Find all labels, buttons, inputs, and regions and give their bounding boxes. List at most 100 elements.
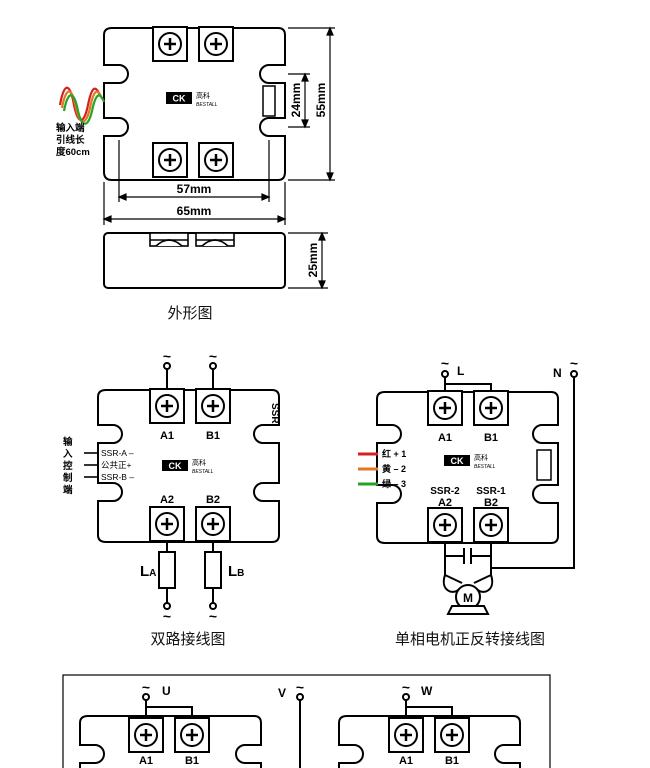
terminal-b1-dual — [194, 387, 232, 425]
terminal-b2-dual — [194, 505, 232, 543]
led-window-motor — [536, 449, 552, 481]
load-lb-label: LB — [228, 563, 244, 580]
terminal-b1-motor — [472, 389, 510, 427]
svg-text:CK: CK — [173, 94, 186, 104]
terminal-a1-u — [127, 716, 165, 754]
ac-tilde-la: ~ — [163, 608, 171, 624]
ssr-body-w — [338, 715, 521, 768]
motor-circuit — [442, 542, 494, 615]
label-a1-motor: A1 — [438, 432, 452, 444]
svg-text:CK: CK — [169, 461, 182, 471]
lead-note-line-2: 引线长 — [56, 134, 85, 146]
svg-text:入: 入 — [62, 449, 73, 460]
dim-65-label: 65mm — [177, 204, 212, 218]
label-u: U — [162, 684, 171, 698]
lead-note-line-3: 度60cm — [56, 146, 90, 158]
u-wiring — [142, 693, 193, 715]
label-v: V — [278, 686, 286, 700]
terminal-a1-top — [151, 25, 189, 63]
outline-section: CK 高科 BESTALL 输入端 引线长 度60cm 57mm 65mm — [56, 25, 335, 322]
svg-text:BESTALL: BESTALL — [192, 469, 214, 475]
lead-yellow-label: 黄 – 2 — [382, 463, 406, 474]
label-b1-motor: B1 — [484, 432, 498, 444]
three-phase-frame — [62, 674, 551, 768]
label-a1-dual: A1 — [160, 430, 174, 442]
svg-text:SSR-B –: SSR-B – — [101, 472, 134, 482]
terminal-b1-top — [197, 25, 235, 63]
lead-note-line-1: 输入端 — [56, 122, 85, 134]
brand-logo: CK 高科 BESTALL — [166, 91, 218, 108]
ssr-body-dual — [97, 389, 280, 543]
svg-text:端: 端 — [63, 484, 73, 496]
svg-text:CK: CK — [451, 456, 464, 466]
ssr-body-motor — [376, 391, 559, 544]
dimension-25mm — [288, 231, 328, 290]
terminal-a2-top — [151, 141, 189, 179]
dual-caption: 双路接线图 — [150, 630, 225, 648]
terminal-b2-top — [197, 141, 235, 179]
svg-text:制: 制 — [63, 472, 73, 484]
ac-tilde-lb: ~ — [209, 608, 217, 624]
input-leads — [58, 86, 106, 125]
label-b1-dual: B1 — [206, 430, 220, 442]
label-a1-w: A1 — [399, 755, 413, 767]
load-la-label: LA — [140, 563, 156, 580]
svg-text:公共正+: 公共正+ — [101, 460, 132, 470]
terminal-b1-u — [173, 716, 211, 754]
side-terminals — [149, 232, 235, 247]
label-b1-u: B1 — [185, 755, 199, 767]
dimension-24mm — [288, 72, 310, 129]
motor-l-wiring — [441, 370, 492, 391]
terminal-b2-motor — [472, 506, 510, 544]
svg-text:高科: 高科 — [192, 458, 206, 467]
dimension-55mm — [288, 26, 335, 182]
dual-input-side: 输 入 控 制 端 SSR-A – 公共正+ SSR-B – — [62, 436, 134, 496]
terminal-a1-dual — [148, 387, 186, 425]
motor-wiring-section: A1 B1 SSR-2 SSR-1 A2 B2 CK 高科 BESTALL 红 … — [358, 355, 578, 648]
three-phase-section: A1 B1 ~ U V ~ A1 B1 ~ W — [62, 674, 551, 768]
dim-57-label: 57mm — [177, 182, 212, 196]
lead-green-label: 绿 – 3 — [382, 478, 406, 489]
label-a1-u: A1 — [139, 755, 153, 767]
dim-25-label: 25mm — [306, 243, 320, 278]
terminal-b1-w — [433, 716, 471, 754]
terminal-a2-dual — [148, 505, 186, 543]
ac-tilde-b1: ~ — [209, 348, 217, 364]
ssr-body-u — [79, 715, 262, 768]
label-a2-dual: A2 — [160, 494, 174, 506]
lead-red-label: 红 + 1 — [382, 448, 406, 459]
svg-text:SSR-A –: SSR-A – — [101, 448, 134, 458]
label-n: N — [553, 366, 562, 380]
dim-55-label: 55mm — [314, 83, 328, 118]
svg-text:控: 控 — [63, 460, 73, 472]
led-window — [262, 85, 276, 117]
dimension-65mm — [102, 182, 287, 225]
v-wiring — [296, 693, 304, 768]
label-b2-motor: B2 — [484, 497, 498, 509]
dimension-57mm — [117, 140, 271, 202]
ssr-body-top — [103, 27, 286, 181]
brand-logo-dual: CK 高科 BESTALL — [162, 458, 214, 475]
label-ssr1: SSR-1 — [476, 486, 506, 497]
motor-caption: 单相电机正反转接线图 — [395, 630, 545, 648]
terminal-a1-w — [387, 716, 425, 754]
outline-caption: 外形图 — [167, 304, 212, 322]
dual-wiring-section: A1 B1 A2 B2 SSR CK 高科 BESTALL ~ ~ 输 入 控 … — [62, 348, 280, 648]
svg-text:高科: 高科 — [474, 453, 488, 462]
ssr-body-side — [103, 232, 286, 289]
brand-logo-motor: CK 高科 BESTALL — [444, 453, 496, 470]
svg-text:高科: 高科 — [196, 91, 210, 100]
ac-tilde-n: ~ — [570, 355, 578, 371]
label-b2-dual: B2 — [206, 494, 220, 506]
dual-top-wires — [163, 362, 217, 389]
motor-input-leads — [358, 452, 378, 486]
svg-text:输: 输 — [63, 436, 73, 448]
terminal-a1-motor — [426, 389, 464, 427]
w-wiring — [402, 693, 453, 715]
ac-tilde-u: ~ — [142, 679, 150, 695]
label-l: L — [457, 364, 464, 378]
label-b1-w: B1 — [445, 755, 459, 767]
label-w: W — [421, 684, 433, 698]
dual-loads — [158, 541, 222, 610]
